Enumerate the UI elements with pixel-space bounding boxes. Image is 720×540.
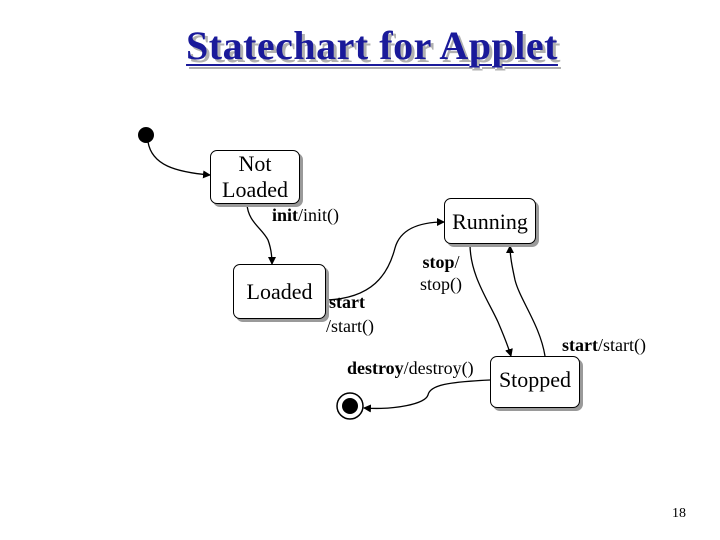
state-not-loaded-label-line2: Loaded: [222, 177, 288, 202]
start-event: start: [329, 292, 365, 312]
final-state-dot: [342, 398, 358, 414]
stop-action: stop(): [420, 274, 462, 294]
stop-action-slash: /: [454, 252, 460, 272]
transition-label-init: init/init(): [272, 204, 339, 226]
transition-label-restart: start/start(): [562, 334, 646, 356]
transition-label-start-event: start: [329, 291, 365, 313]
transition-initial-to-not-loaded: [147, 141, 211, 179]
stop-event: stop: [422, 252, 455, 272]
state-running: Running: [444, 198, 536, 244]
init-action: /init(): [298, 205, 340, 225]
state-not-loaded-label-line1: Not: [238, 151, 272, 176]
transition-destroy: [363, 379, 491, 413]
transition-stop: [469, 243, 513, 357]
restart-event: start: [562, 335, 598, 355]
state-running-label: Running: [452, 209, 528, 234]
destroy-action: /destroy(): [403, 358, 474, 378]
initial-state-dot: [138, 127, 154, 143]
state-stopped: Stopped: [490, 356, 580, 408]
state-not-loaded: Not Loaded: [210, 150, 300, 204]
transition-start: [326, 218, 445, 301]
init-event: init: [272, 205, 299, 225]
transition-restart: [506, 245, 546, 357]
transition-label-stop: stop/stop(): [420, 251, 462, 295]
state-stopped-label: Stopped: [498, 367, 572, 392]
state-loaded-label: Loaded: [246, 279, 313, 304]
transition-init: [246, 203, 276, 265]
restart-action: /start(): [597, 335, 646, 355]
start-action: /start(): [326, 316, 374, 336]
transition-label-destroy: destroy/destroy(): [347, 357, 474, 379]
destroy-event: destroy: [347, 358, 404, 378]
transition-label-start-action: /start(): [326, 315, 374, 337]
slide-title: Statechart for Applet: [186, 23, 558, 68]
page-number: 18: [672, 506, 686, 521]
state-loaded: Loaded: [233, 264, 326, 319]
